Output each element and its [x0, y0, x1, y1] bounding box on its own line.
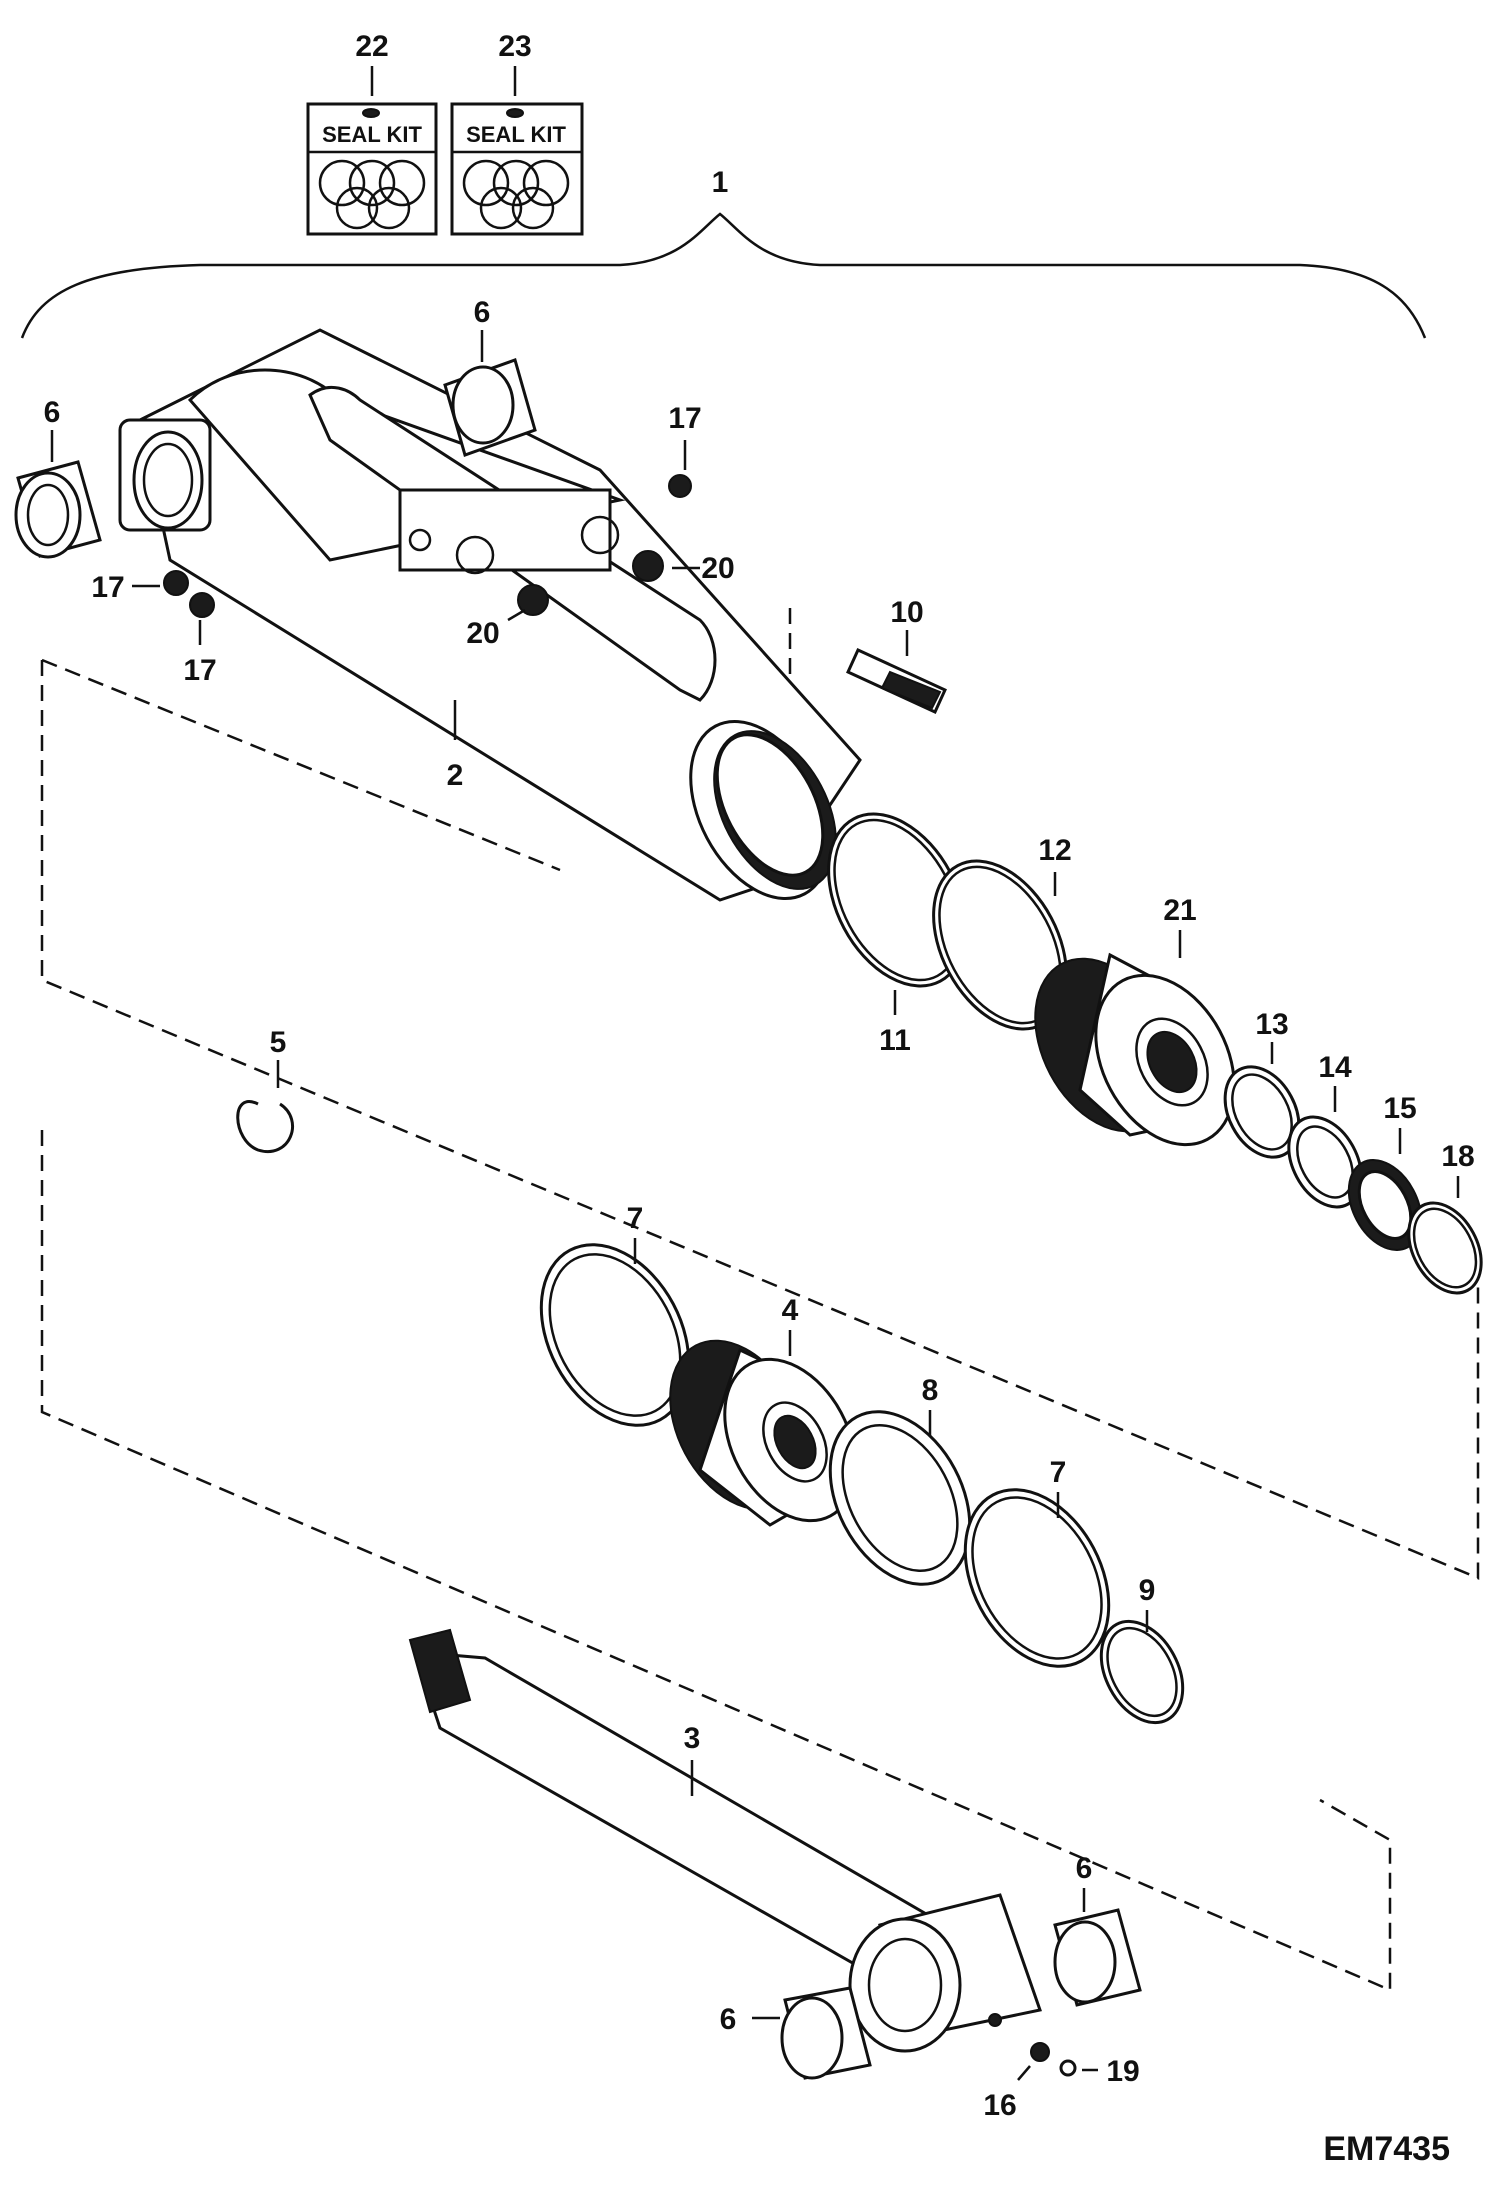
ring-14 [1287, 1115, 1363, 1209]
callout-3: 3 [684, 1722, 701, 1755]
plug-17-b [163, 570, 189, 596]
piston [669, 1339, 857, 1527]
callout-21: 21 [1163, 894, 1196, 927]
seal-kit-22-rings-icon [318, 159, 426, 230]
drawing-code: EM7435 [1323, 2130, 1450, 2168]
callout-16: 16 [983, 2089, 1016, 2122]
bushing-rod-left [780, 1986, 872, 2080]
rod-assembly-dashed-outline [40, 1130, 1392, 1992]
callout-12: 12 [1038, 834, 1071, 867]
callout-13: 13 [1255, 1008, 1288, 1041]
callout-22: 22 [355, 30, 388, 63]
plug-17-a [668, 474, 692, 498]
assembly-brace [20, 212, 1427, 339]
fitting-16 [1030, 2042, 1050, 2062]
callout-1: 1 [712, 166, 729, 199]
barrel-dash-link [41, 658, 561, 872]
callout-19: 19 [1106, 2055, 1139, 2088]
callout-7-left: 7 [627, 1202, 644, 1235]
callout-9: 9 [1139, 1574, 1156, 1607]
callout-8: 8 [922, 1374, 939, 1407]
seal-kit-23: SEAL KIT [450, 102, 584, 236]
ring-8 [828, 1410, 972, 1586]
piston-rod [408, 1628, 1042, 2053]
callout-23: 23 [498, 30, 531, 63]
plug-20-b [517, 584, 549, 616]
callout-20-a: 20 [701, 552, 734, 585]
snap-ring-5 [236, 1100, 295, 1154]
barrel-assembly-dashed-outline [40, 660, 1480, 1580]
seal-kit-22-label: SEAL KIT [322, 122, 422, 147]
barrel [118, 328, 862, 902]
callout-15: 15 [1383, 1092, 1416, 1125]
callout-6-rod-left: 6 [720, 2003, 737, 2036]
callout-10: 10 [890, 596, 923, 629]
callout-18: 18 [1441, 1140, 1474, 1173]
seal-kit-22: SEAL KIT [306, 102, 438, 236]
cylinder-head [1034, 952, 1236, 1147]
callout-11: 11 [879, 1024, 911, 1057]
callout-17-a: 17 [668, 402, 701, 435]
bushing-rod-right [1053, 1908, 1142, 2007]
callout-14: 14 [1318, 1051, 1352, 1084]
plug-20-a [632, 550, 664, 582]
fitting-19 [1059, 2059, 1077, 2077]
ring-7-right [963, 1488, 1111, 1668]
ring-13 [1223, 1065, 1301, 1159]
callout-4: 4 [782, 1294, 799, 1327]
callout-6-rod-right: 6 [1076, 1852, 1093, 1885]
seal-kit-23-rings-icon [462, 159, 570, 230]
callout-20-b: 20 [466, 617, 499, 650]
callout-7-right: 7 [1050, 1456, 1067, 1489]
bushing-left [14, 460, 102, 559]
callout-17-b: 17 [91, 571, 124, 604]
bushing-upper [443, 358, 537, 457]
callout-17-c: 17 [183, 654, 216, 687]
callout-5: 5 [270, 1026, 287, 1059]
valve-cartridge [846, 648, 947, 714]
ring-7-left [539, 1243, 691, 1427]
callout-2: 2 [447, 759, 464, 792]
plug-17-c [189, 592, 215, 618]
seal-kit-23-label: SEAL KIT [466, 122, 566, 147]
callout-6-upper: 6 [474, 296, 491, 329]
callout-6-upper-left: 6 [44, 396, 61, 429]
